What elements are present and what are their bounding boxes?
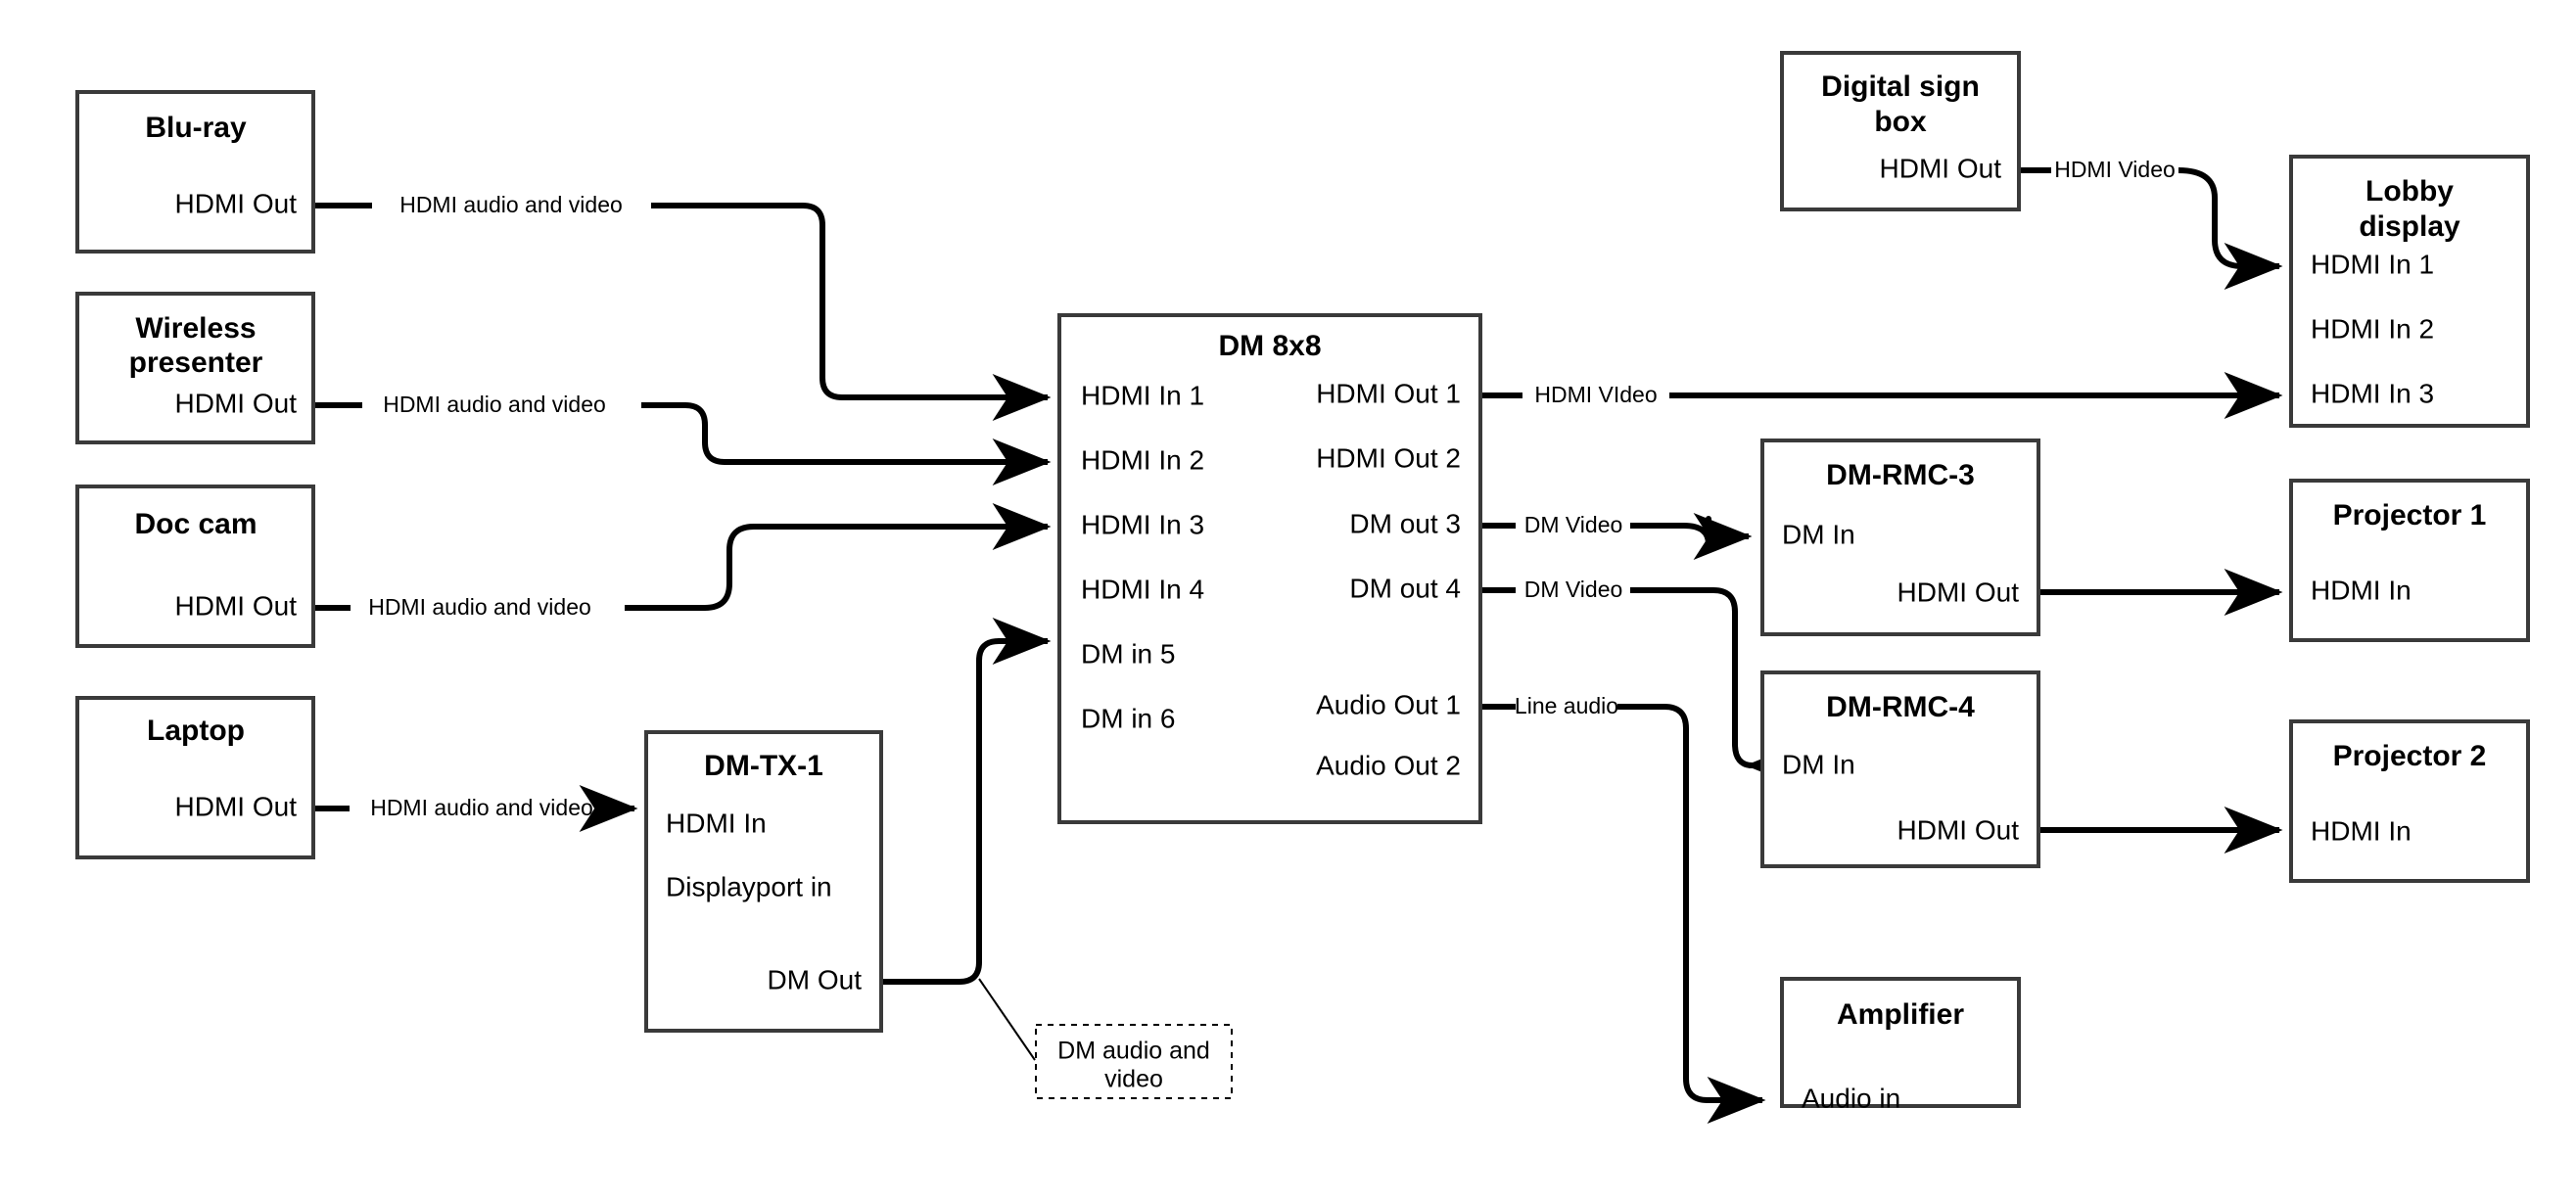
node-lobby-display-port-hdmi-in-2: HDMI In 2 [2311,313,2434,344]
callout-dm-audio-and-video-line2: video [1104,1066,1163,1093]
node-dm-8x8-output-2: HDMI Out 2 [1316,442,1461,473]
node-wireless-presenter-port-hdmi-out: HDMI Out [175,388,298,418]
node-dm-rmc-4-box[interactable] [1760,670,2040,868]
node-dm-tx-1-port-displayport-in: Displayport in [666,871,832,901]
node-projector-1-box[interactable] [2289,479,2530,642]
node-projector-2-port-hdmi-in: HDMI In [2311,815,2412,846]
link-bluray-to-dm8x8-in1: HDMI audio and video [313,192,1048,397]
edge-label-dm-video-out3: DM Video [1524,512,1623,537]
node-projector-1-port-hdmi-in: HDMI In [2311,575,2412,605]
node-digital-sign-box-port-hdmi-out: HDMI Out [1880,153,2002,183]
node-bluray-box[interactable] [75,90,315,254]
edge-label-line-audio: Line audio [1515,693,1618,718]
link-dm8x8-dmout3-to-rmc3: DM Video [1480,512,1749,544]
node-dm-rmc-4-title: DM-RMC-4 [1826,691,1975,723]
node-dm-tx-1[interactable]: DM-TX-1 HDMI In Displayport in DM Out [644,730,883,1033]
node-laptop-port-hdmi-out: HDMI Out [175,791,298,821]
node-dm-8x8-input-6: DM in 6 [1081,703,1175,733]
node-dm-rmc-3-box[interactable] [1760,439,2040,636]
node-doc-cam[interactable]: Doc cam HDMI Out [75,485,315,648]
node-dm-rmc-4-port-hdmi-out: HDMI Out [1897,814,2020,845]
node-wireless-presenter-title-line1: Wireless [135,312,256,345]
node-dm-8x8-box[interactable] [1057,313,1482,824]
edge-label-bluray: HDMI audio and video [399,192,623,217]
node-dm-tx-1-box[interactable] [644,730,883,1033]
node-dm-8x8-input-3: HDMI In 3 [1081,509,1204,539]
node-digital-sign-box-title-line2: box [1874,106,1927,138]
node-dm-rmc-3[interactable]: DM-RMC-3 DM In HDMI Out [1760,439,2040,636]
node-doc-cam-port-hdmi-out: HDMI Out [175,590,298,621]
node-amplifier-title: Amplifier [1837,998,1964,1031]
link-dmtx1-to-dm8x8-in5 [881,618,1052,985]
callout-dm-audio-and-video: DM audio and video [1035,1024,1233,1099]
callout-dm-audio-and-video-line1: DM audio and [1057,1038,1210,1065]
node-dm-8x8-output-5: Audio Out 1 [1316,689,1461,719]
node-doc-cam-box[interactable] [75,485,315,648]
node-lobby-display-port-hdmi-in-3: HDMI In 3 [2311,378,2434,408]
node-laptop-title: Laptop [147,715,245,747]
node-dm-tx-1-title: DM-TX-1 [704,750,823,782]
node-dm-tx-1-port-hdmi-in: HDMI In [666,808,767,838]
node-wireless-presenter-title-line2: presenter [129,346,263,379]
callout-leader-line [978,978,1036,1061]
link-laptop-to-dmtx1: HDMI audio and video [313,795,634,820]
node-dm-8x8-output-4: DM out 4 [1349,573,1461,603]
node-lobby-display-title-line2: display [2359,210,2460,243]
node-dm-8x8-output-3: DM out 3 [1349,508,1461,538]
edge-label-hdmi-video-out1: HDMI VIdeo [1534,382,1657,407]
node-dm-rmc-3-title: DM-RMC-3 [1826,459,1975,491]
link-dm8x8-dmout4-to-rmc4: DM Video [1480,577,1753,765]
node-digital-sign-box-title-line1: Digital sign [1821,70,1980,103]
node-dm-rmc-3-port-dm-in: DM In [1782,519,1855,549]
node-digital-sign-box-rect[interactable] [1780,51,2021,211]
edge-label-wireless: HDMI audio and video [383,392,606,417]
edge-label-laptop: HDMI audio and video [370,795,593,820]
link-dm8x8-audioout1-to-amplifier: Line audio [1480,693,1762,1100]
node-dm-8x8-input-1: HDMI In 1 [1081,380,1204,410]
callout-dm-audio-and-video-box [1035,1024,1233,1099]
node-dm-rmc-4[interactable]: DM-RMC-4 DM In HDMI Out [1760,670,2040,868]
node-projector-1[interactable]: Projector 1 HDMI In [2289,479,2530,642]
node-dm-8x8-input-5: DM in 5 [1081,638,1175,669]
node-laptop[interactable]: Laptop HDMI Out [75,696,315,859]
node-dm-8x8-output-6: Audio Out 2 [1316,750,1461,780]
node-wireless-presenter-box[interactable] [75,292,315,444]
node-projector-1-title: Projector 1 [2333,499,2487,531]
edge-label-dm-video-out4: DM Video [1524,577,1623,602]
node-projector-2-title: Projector 2 [2333,740,2487,772]
link-wireless-to-dm8x8-in2: HDMI audio and video [313,392,1048,462]
node-bluray-port-hdmi-out: HDMI Out [175,188,298,218]
node-dm-tx-1-port-dm-out: DM Out [768,964,863,994]
node-digital-sign-box[interactable]: Digital sign box HDMI Out [1780,51,2021,211]
node-dm-8x8-input-2: HDMI In 2 [1081,444,1204,475]
node-dm-rmc-3-port-hdmi-out: HDMI Out [1897,577,2020,607]
node-dm-8x8-title: DM 8x8 [1218,330,1321,362]
node-lobby-display-port-hdmi-in-1: HDMI In 1 [2311,249,2434,279]
node-amplifier[interactable]: Amplifier Audio in [1780,977,2021,1113]
node-lobby-display-title-line1: Lobby [2365,175,2454,208]
edge-label-hdmi-video-sign: HDMI Video [2054,157,2176,182]
node-lobby-display[interactable]: Lobby display HDMI In 1 HDMI In 2 HDMI I… [2289,155,2530,428]
node-dm-8x8-input-4: HDMI In 4 [1081,574,1204,604]
link-doccam-to-dm8x8-in3: HDMI audio and video [313,527,1048,620]
node-dm-rmc-4-port-dm-in: DM In [1782,749,1855,779]
link-dm8x8-hdmiout1-to-lobby-in3: HDMI VIdeo [1480,382,2279,407]
link-digitalsign-to-lobby-in1: HDMI Video [2019,157,2279,266]
node-bluray[interactable]: Blu-ray HDMI Out [75,90,315,254]
node-projector-2[interactable]: Projector 2 HDMI In [2289,719,2530,883]
node-doc-cam-title: Doc cam [134,508,257,540]
edge-label-doccam: HDMI audio and video [368,594,591,620]
node-amplifier-box[interactable] [1780,977,2021,1108]
node-lobby-display-box[interactable] [2289,155,2530,428]
node-bluray-title: Blu-ray [145,112,247,144]
node-amplifier-port-audio-in: Audio in [1802,1083,1900,1113]
node-dm-8x8-output-1: HDMI Out 1 [1316,378,1461,408]
node-wireless-presenter[interactable]: Wireless presenter HDMI Out [75,292,315,444]
node-laptop-box[interactable] [75,696,315,859]
node-projector-2-box[interactable] [2289,719,2530,883]
node-dm-8x8[interactable]: DM 8x8 HDMI In 1 HDMI In 2 HDMI In 3 HDM… [1057,313,1482,824]
